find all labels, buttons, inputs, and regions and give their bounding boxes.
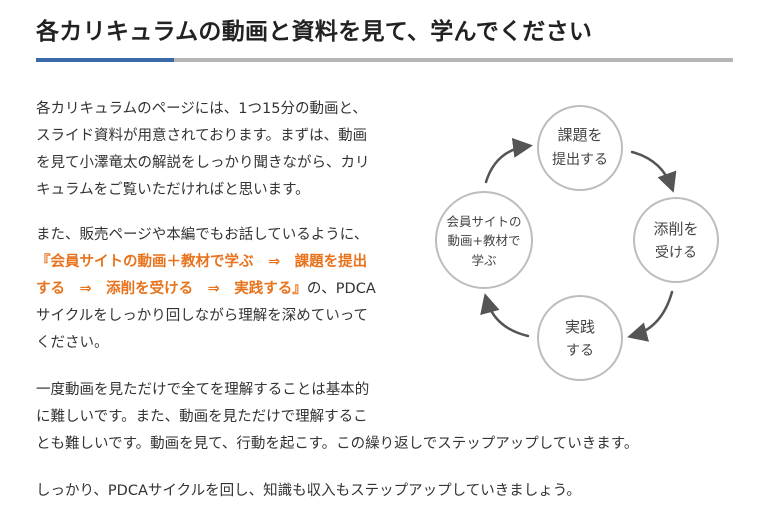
cycle-node-learn: 会員サイトの 動画+教材で 学ぶ [435, 191, 533, 289]
heading-underline-accent [36, 58, 174, 62]
svg-text:提出する: 提出する [552, 152, 608, 168]
svg-text:学ぶ: 学ぶ [471, 253, 496, 268]
pdca-highlight-2: する ⇒ 添削を受ける ⇒ 実践する』 [36, 281, 307, 297]
arrow-review-to-practice [627, 290, 674, 342]
intro-paragraph: 各カリキュラムのページには、1つ15分の動画と、 スライド資料が用意されておりま… [36, 101, 370, 198]
heading-underline [174, 58, 733, 62]
arrow-learn-to-submit [484, 137, 533, 184]
svg-text:動画+教材で: 動画+教材で [448, 233, 521, 248]
arrow-practice-to-learn [480, 293, 530, 338]
page-heading: 各カリキュラムの動画と資料を見て、学んでください [36, 19, 593, 45]
pdca-paragraph: また、販売ページや本編でもお話しているように、 『会員サイトの動画＋教材で学ぶ … [36, 222, 416, 357]
svg-text:受ける: 受ける [655, 245, 697, 261]
svg-text:実践: 実践 [565, 318, 595, 336]
cycle-node-practice: 実践 する [537, 295, 623, 381]
repeat-paragraph: 一度動画を見ただけで全てを理解することは基本的 に難しいです。また、動画を見ただ… [36, 382, 639, 452]
svg-text:課題を: 課題を [557, 126, 602, 144]
svg-text:する: する [566, 343, 594, 359]
cycle-node-review: 添削を 受ける [633, 197, 719, 283]
svg-text:添削を: 添削を [653, 220, 698, 238]
svg-text:会員サイトの: 会員サイトの [446, 214, 521, 229]
closing-paragraph: しっかり、PDCAサイクルを回し、知識も収入もステップアップしていきましょう。 [36, 483, 581, 499]
pdca-highlight-1: 『会員サイトの動画＋教材で学ぶ ⇒ 課題を提出 [36, 254, 368, 270]
pdca-cycle-diagram: 課題を 提出する 添削を 受ける 実践 する 会員サイトの 動画+教材で 学ぶ [435, 105, 719, 381]
cycle-node-submit: 課題を 提出する [537, 105, 623, 191]
arrow-submit-to-review [630, 150, 677, 193]
